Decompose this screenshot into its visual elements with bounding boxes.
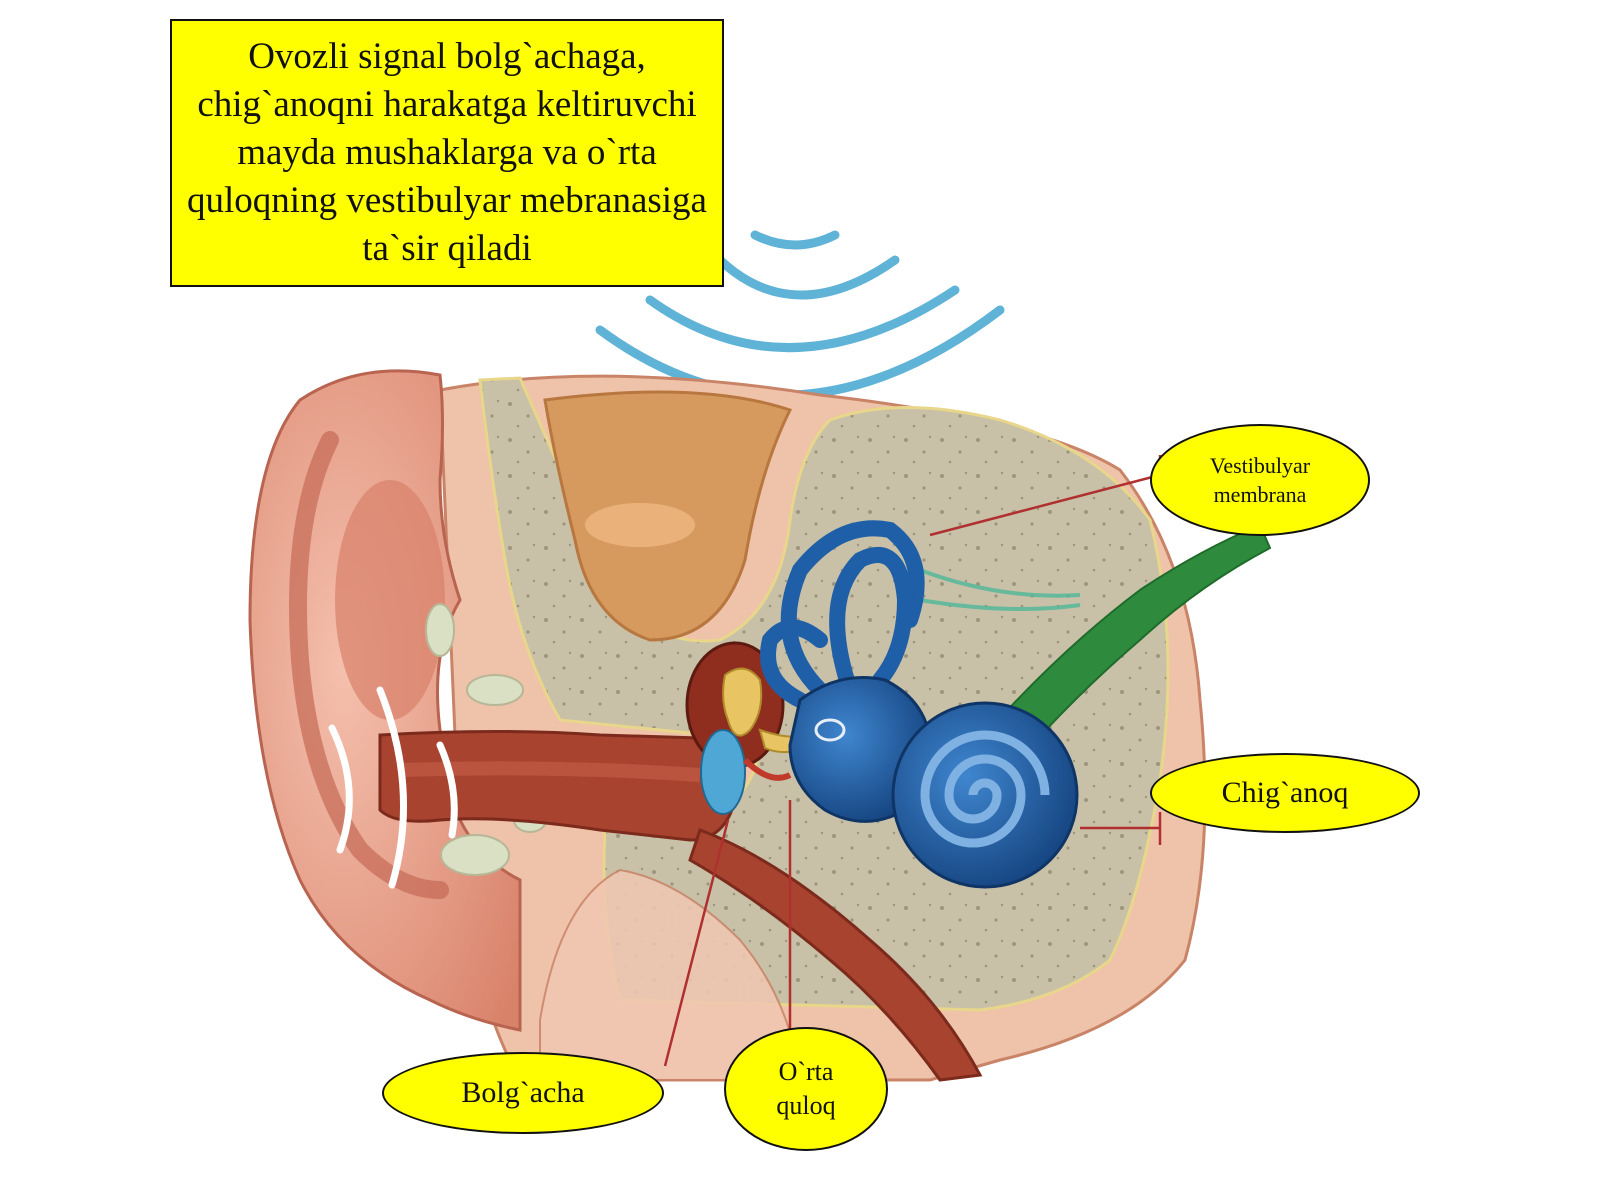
label-malleus: Bolg`acha	[382, 1052, 664, 1134]
eustachian-tube	[688, 828, 983, 1082]
label-vestibular-membrane: Vestibulyar membrana	[1150, 424, 1370, 536]
oval-window	[814, 718, 846, 742]
vestibular-nerve-fibers	[919, 568, 1081, 611]
concha	[335, 480, 445, 720]
label-cochlea-text: Chig`anoq	[1221, 776, 1349, 809]
caption-text: Ovozli signal bolg`achaga, chig`anoqni h…	[187, 36, 707, 269]
ear-canal	[378, 730, 737, 842]
ossicle-chain	[742, 757, 792, 781]
caption-box: Ovozli signal bolg`achaga, chig`anoqni h…	[170, 19, 724, 287]
ear-canal-shade	[399, 761, 701, 782]
label-cochlea: Chig`anoq	[1150, 753, 1420, 833]
pinna-inner-fold	[289, 431, 449, 899]
label-vestibular-membrane-text: Vestibulyar membrana	[1209, 453, 1311, 507]
eardrum	[700, 729, 746, 815]
label-middle-ear: O`rta quloq	[724, 1027, 888, 1151]
semicircular-canals	[760, 520, 925, 708]
label-middle-ear-text: O`rta quloq	[776, 1057, 836, 1120]
canal-sound-arcs	[328, 686, 458, 889]
cartilage-patches	[425, 603, 547, 876]
cavity-highlight	[585, 503, 695, 547]
auditory-nerve	[978, 523, 1272, 772]
malleus-bone	[722, 667, 763, 737]
cochlea	[891, 701, 1079, 889]
jaw-region	[539, 868, 802, 1081]
label-malleus-text: Bolg`acha	[461, 1076, 585, 1109]
